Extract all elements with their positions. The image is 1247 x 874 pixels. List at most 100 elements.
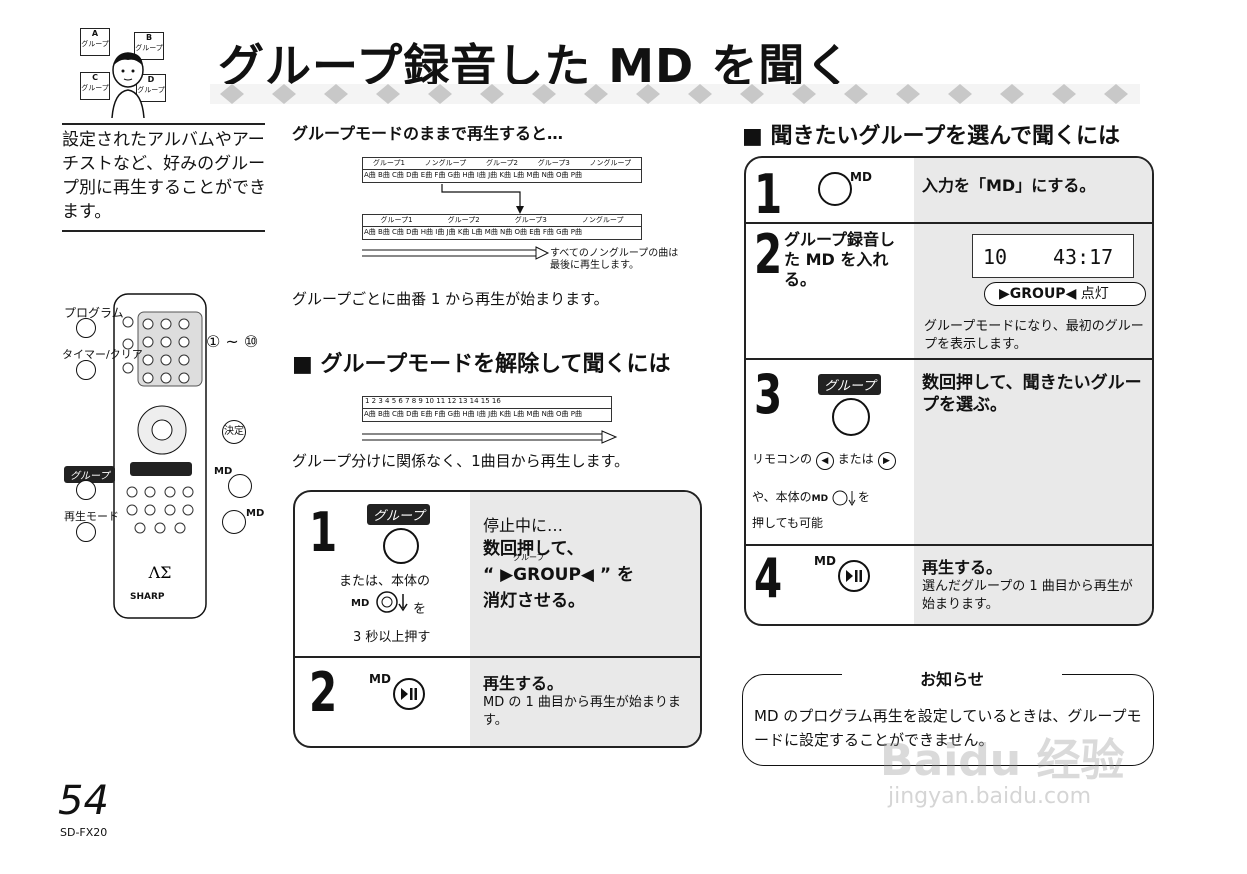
- tape1-tracks: A曲 B曲 C曲 D曲 E曲 F曲 G曲 H曲 I曲 J曲 K曲 L曲 M曲 N…: [364, 171, 583, 179]
- remote-md-stop-button[interactable]: [222, 510, 246, 534]
- tape2-header: ノングループ: [581, 216, 624, 224]
- tape-regrouped: グループ1 グループ2 グループ3 ノングループ A曲 B曲 C曲 D曲 H曲 …: [362, 214, 642, 240]
- step1-line4: 消灯させる。: [483, 591, 585, 611]
- tape1-header: ノングループ: [424, 159, 467, 167]
- remote-group-button[interactable]: [76, 480, 96, 500]
- tape1-header: グループ2: [485, 159, 519, 167]
- timer-clear-button[interactable]: [76, 360, 96, 380]
- step2-desc: グループモードになり、最初のグループを表示します。: [924, 319, 1144, 352]
- step-number: 4: [754, 547, 783, 610]
- step3-remote-note: リモコンの ◀ または ▶: [752, 450, 896, 470]
- person-icon: [111, 52, 145, 119]
- main-unit-md-label: MD: [351, 598, 370, 609]
- remote-md-play-label: MD: [214, 466, 233, 477]
- cancel-steps-panel: 1 グループ または、本体の MD を 3 秒以上押す 停止中に… 数回押して、…: [293, 490, 702, 748]
- svg-text:ΛΣ: ΛΣ: [148, 563, 172, 582]
- main-unit-wo: を: [857, 490, 870, 504]
- step1-text: 入力を「MD」にする。: [922, 176, 1096, 195]
- step2-head: 再生する。: [483, 674, 564, 693]
- group-button[interactable]: [832, 398, 870, 436]
- intro-bottom-rule: [62, 230, 265, 232]
- md-label: MD: [369, 672, 391, 686]
- step-number: 1: [754, 163, 783, 226]
- right-arrow-button-icon: ▶: [877, 452, 896, 470]
- step1-alt-text: または、本体の: [339, 574, 431, 589]
- tape1-header: グループ3: [537, 159, 570, 167]
- section2-caption: グループ分けに関係なく、1曲目から再生します。: [292, 452, 630, 470]
- step-number: 2: [754, 223, 783, 286]
- step4-text: 選んだグループの 1 曲目から再生が始まります。: [922, 579, 1133, 612]
- group-indicator-suffix: 点灯: [1080, 286, 1109, 302]
- group-button[interactable]: [383, 528, 419, 564]
- step-divider: [746, 544, 1152, 546]
- remote-group-label: グループ: [64, 466, 116, 483]
- tape2-header: グループ2: [447, 216, 480, 224]
- play-pause-button-icon[interactable]: [391, 676, 427, 712]
- section1-heading: グループモードのままで再生すると…: [292, 124, 564, 143]
- remote-md-stop-label: MD: [246, 508, 265, 519]
- step1-line1: 停止中に…: [483, 516, 564, 535]
- tape1-header: グループ1: [372, 159, 405, 167]
- step-divider: [746, 222, 1152, 224]
- lcd-time: 43:17: [1053, 245, 1114, 269]
- model-number: SD-FX20: [60, 826, 108, 839]
- step-number: 2: [309, 661, 338, 724]
- step-divider: [295, 656, 700, 658]
- tape2-header: グループ1: [380, 216, 413, 224]
- remote-note-prefix: リモコンの: [752, 452, 813, 466]
- section1-caption: グループごとに曲番 1 から再生が始まります。: [292, 290, 609, 308]
- main-unit-md-stop-button-icon: [376, 591, 408, 613]
- md-label: MD: [814, 554, 836, 568]
- step-number: 3: [754, 363, 783, 426]
- remote-control-icon: ΛΣ: [113, 293, 207, 619]
- group-button-label: グループ: [367, 504, 431, 525]
- tape3-numbers: 1 2 3 4 5 6 7 8 9 10 11 12 13 14 15 16: [363, 397, 611, 409]
- md-stop-button[interactable]: [818, 172, 852, 206]
- step1-hold-text: 3 秒以上押す: [353, 630, 431, 645]
- md-label: MD: [811, 494, 829, 504]
- step3-head: 数回押して、聞きたいグループを選ぶ。: [922, 373, 1142, 415]
- remote-brand: SHARP: [130, 592, 165, 602]
- group-indicator-callout: ▶GROUP◀ 点灯: [984, 282, 1146, 306]
- tape-normal-mode: 1 2 3 4 5 6 7 8 9 10 11 12 13 14 15 16 A…: [362, 396, 612, 422]
- tape1-header: ノングループ: [589, 159, 632, 167]
- playmode-label: 再生モード: [64, 510, 119, 523]
- step3-main-unit-note: や、本体のMD を: [752, 488, 870, 506]
- program-button[interactable]: [76, 318, 96, 338]
- group-indicator: ▶GROUP◀: [999, 286, 1077, 302]
- tape-group-mode: グループ1 ノングループ グループ2 グループ3 ノングループ A曲 B曲 C曲…: [362, 157, 642, 183]
- tape2-header: グループ3: [514, 216, 547, 224]
- play-pause-button-icon[interactable]: [836, 558, 872, 594]
- tape3-tracks: A曲 B曲 C曲 D曲 E曲 F曲 G曲 H曲 I曲 J曲 K曲 L曲 M曲 N…: [364, 410, 583, 418]
- step2-text: グループ録音した MD を入れる。: [784, 230, 896, 289]
- step1-line2: 数回押して、: [483, 539, 584, 559]
- diamond-pattern-decoration: [210, 84, 1140, 104]
- enter-button[interactable]: 決定: [222, 420, 246, 444]
- timer-clear-label: タイマー/クリア: [62, 348, 143, 361]
- remote-note-or: または: [837, 452, 874, 466]
- notice-text: MD のプログラム再生を設定しているときは、グループモードに設定することができま…: [754, 707, 1142, 749]
- intro-text: 設定されたアルバムやアーチストなど、好みのグループ別に再生することができます。: [62, 130, 266, 222]
- main-unit-note: や、本体の: [752, 490, 812, 504]
- intro-top-rule: [62, 123, 265, 125]
- step-divider: [746, 358, 1152, 360]
- step-number: 1: [309, 501, 338, 564]
- right-heading: ■ 聞きたいグループを選んで聞くには: [742, 124, 1121, 149]
- step1-ruby: グループ: [513, 553, 545, 562]
- program-label: プログラム: [64, 306, 124, 320]
- tape2-tracks: A曲 B曲 C曲 D曲 H曲 I曲 J曲 K曲 L曲 M曲 N曲 O曲 E曲 F…: [364, 228, 583, 236]
- step4-head: 再生する。: [922, 558, 1003, 577]
- full-playback-arrow-icon: [362, 430, 618, 444]
- playback-arrow-icon: [362, 246, 550, 260]
- playmode-button[interactable]: [76, 522, 96, 542]
- page-number: 54: [58, 778, 109, 824]
- remote-md-play-button[interactable]: [228, 474, 252, 498]
- lcd-display: 10 43:17: [972, 234, 1134, 278]
- group-button-label: グループ: [818, 374, 882, 395]
- notice-title: お知らせ: [842, 666, 1062, 689]
